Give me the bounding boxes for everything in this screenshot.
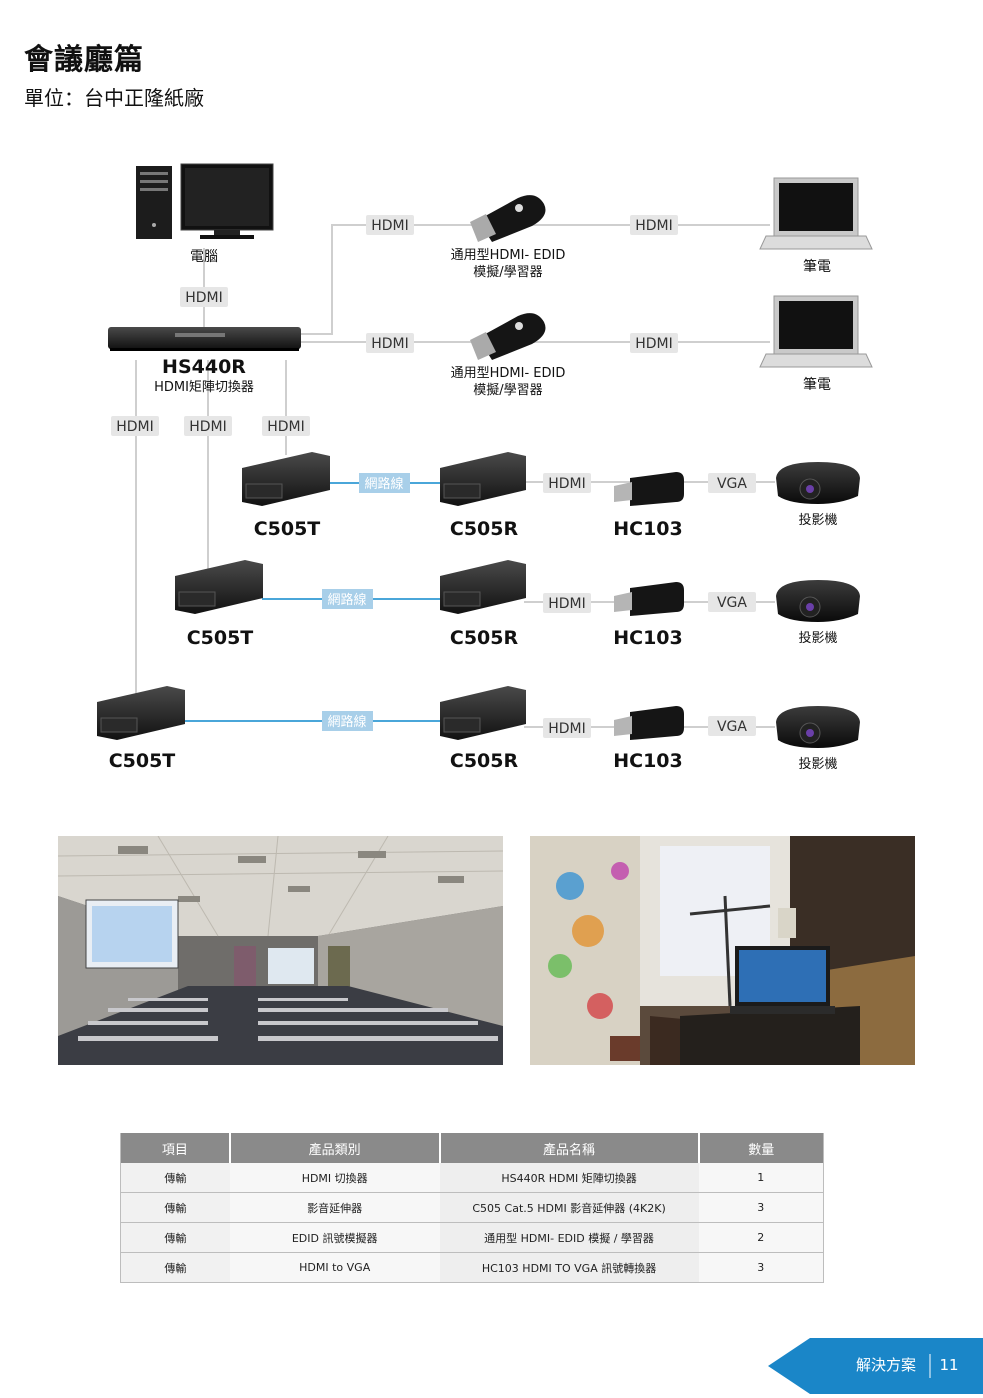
footer-tab: 解決方案 11 <box>768 1338 983 1394</box>
edid-label-line2: 模擬/學習器 <box>473 264 542 280</box>
hdmi-label: HDMI <box>185 290 223 306</box>
projector-label: 投影機 <box>798 512 837 528</box>
network-label: 網路線 <box>327 592 366 608</box>
pc-label: 電腦 <box>190 249 218 265</box>
hdmi-label: HDMI <box>116 419 154 435</box>
laptop-icon <box>759 295 873 368</box>
table-cell: 傳輸 <box>120 1192 230 1223</box>
auditorium-photo <box>58 836 503 1065</box>
hdmi-label: HDMI <box>548 721 586 737</box>
hdmi-label: HDMI <box>371 218 409 234</box>
table-row: 傳輸 影音延伸器 C505 Cat.5 HDMI 影音延伸器 (4K2K) 3 <box>120 1192 824 1223</box>
table-cell: 傳輸 <box>120 1252 230 1283</box>
projector-icon <box>776 580 860 622</box>
c505r-device-icon <box>440 560 526 614</box>
vga-label: VGA <box>717 476 747 492</box>
projector-label: 投影機 <box>798 630 837 646</box>
converter-label: HC103 <box>613 518 683 540</box>
hdmi-label: HDMI <box>267 419 305 435</box>
page-title: 會議廳篇 <box>24 42 145 76</box>
table-cell: 通用型 HDMI- EDID 模擬 / 學習器 <box>439 1222 699 1253</box>
transmitter-label: C505T <box>254 518 321 540</box>
table-cell: 3 <box>698 1252 824 1283</box>
table-header: 產品類別 <box>229 1133 441 1163</box>
network-label: 網路線 <box>327 714 366 730</box>
vga-label: VGA <box>717 595 747 611</box>
table-header: 產品名稱 <box>439 1133 700 1163</box>
c505t-device-icon <box>242 452 330 506</box>
hc103-converter-icon <box>614 582 684 616</box>
table-cell: 影音延伸器 <box>229 1192 440 1223</box>
table-cell: HC103 HDMI TO VGA 訊號轉換器 <box>439 1252 699 1283</box>
laptop-label: 筆電 <box>803 259 831 275</box>
c505r-device-icon <box>440 452 526 506</box>
table-cell: 傳輸 <box>120 1163 230 1193</box>
receiver-label: C505R <box>450 518 519 540</box>
podium-photo <box>530 836 915 1065</box>
pc-icon <box>136 163 274 239</box>
table-header: 項目 <box>120 1133 231 1163</box>
table-header-row: 項目 產品類別 產品名稱 數量 <box>120 1133 824 1163</box>
edid-icon <box>470 313 546 360</box>
product-table: 項目 產品類別 產品名稱 數量 傳輸 HDMI 切換器 HS440R HDMI … <box>120 1133 824 1283</box>
footer-section: 解決方案 <box>856 1356 916 1374</box>
table-cell: 1 <box>698 1163 824 1193</box>
edid-label-line1: 通用型HDMI- EDID <box>451 248 566 263</box>
c505t-device-icon <box>97 686 185 740</box>
projector-label: 投影機 <box>798 756 837 772</box>
switcher-desc: HDMI矩陣切換器 <box>154 380 254 395</box>
table-cell: HDMI 切換器 <box>229 1163 440 1193</box>
vga-label: VGA <box>717 719 747 735</box>
hdmi-label: HDMI <box>189 419 227 435</box>
switcher-icon <box>108 327 301 351</box>
table-header: 數量 <box>698 1133 824 1163</box>
page-number: 11 <box>939 1356 958 1374</box>
c505r-device-icon <box>440 686 526 740</box>
table-row: 傳輸 HDMI 切換器 HS440R HDMI 矩陣切換器 1 <box>120 1163 824 1193</box>
projector-icon <box>776 462 860 504</box>
receiver-label: C505R <box>450 627 519 649</box>
converter-label: HC103 <box>613 627 683 649</box>
table-cell: EDID 訊號模擬器 <box>229 1222 440 1253</box>
transmitter-label: C505T <box>109 750 176 772</box>
table-cell: HS440R HDMI 矩陣切換器 <box>439 1163 699 1193</box>
edid-label-line2: 模擬/學習器 <box>473 382 542 398</box>
receiver-label: C505R <box>450 750 519 772</box>
hc103-converter-icon <box>614 706 684 740</box>
switcher-name: HS440R <box>162 356 246 378</box>
table-cell: 2 <box>698 1222 824 1253</box>
projector-icon <box>776 706 860 748</box>
connection-diagram: 電腦 HS440R HDMI矩陣切換器 通用型HDMI- EDID 模擬/學習器… <box>97 163 873 772</box>
hdmi-label: HDMI <box>635 218 673 234</box>
hdmi-label: HDMI <box>548 476 586 492</box>
laptop-label: 筆電 <box>803 377 831 393</box>
table-cell: 3 <box>698 1192 824 1223</box>
network-label: 網路線 <box>364 476 403 492</box>
hdmi-label: HDMI <box>371 336 409 352</box>
hdmi-label: HDMI <box>635 336 673 352</box>
hc103-converter-icon <box>614 472 684 506</box>
table-cell: C505 Cat.5 HDMI 影音延伸器 (4K2K) <box>439 1192 699 1223</box>
laptop-icon <box>759 177 873 250</box>
c505t-device-icon <box>175 560 263 614</box>
table-cell: HDMI to VGA <box>229 1252 440 1283</box>
transmitter-label: C505T <box>187 627 254 649</box>
converter-label: HC103 <box>613 750 683 772</box>
page-subtitle: 單位：台中正隆紙廠 <box>24 86 204 110</box>
edid-label-line1: 通用型HDMI- EDID <box>451 366 566 381</box>
table-row: 傳輸 HDMI to VGA HC103 HDMI TO VGA 訊號轉換器 3 <box>120 1252 824 1283</box>
edid-icon <box>470 195 546 242</box>
hdmi-label: HDMI <box>548 596 586 612</box>
table-cell: 傳輸 <box>120 1222 230 1253</box>
table-row: 傳輸 EDID 訊號模擬器 通用型 HDMI- EDID 模擬 / 學習器 2 <box>120 1222 824 1253</box>
